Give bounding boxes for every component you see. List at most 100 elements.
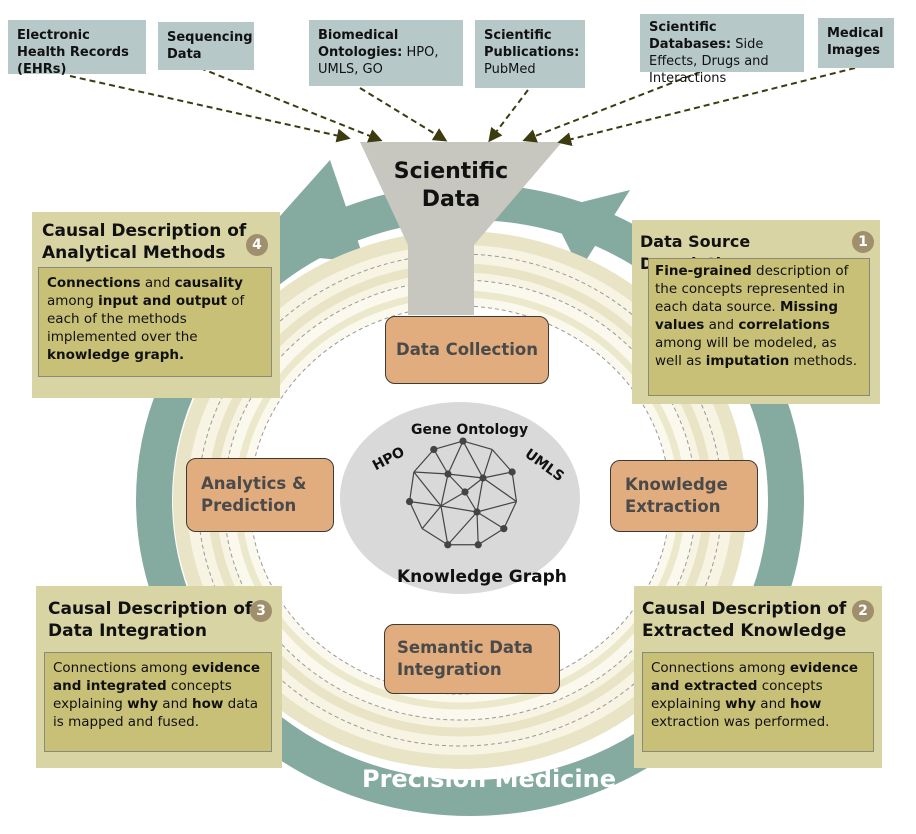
txt-methods-segment: input and output [98, 293, 227, 309]
txt-source-segment: methods. [789, 353, 858, 369]
source-sequencing-label: Sequencing Data [167, 30, 253, 62]
panel-analytical-methods: Causal Description of Analytical Methods… [32, 212, 280, 398]
kg-node [479, 474, 487, 482]
panel-data-integration-title: Causal Description of Data Integration [48, 599, 253, 641]
kg-edge [491, 449, 513, 473]
kg-edge [408, 471, 415, 502]
txt-integration-segment: concepts explaining [53, 678, 232, 712]
kg-edge [476, 511, 479, 545]
txt-source-segment: among will be modeled, as well as [655, 335, 837, 369]
kg-edge [476, 500, 517, 513]
kg-edge [413, 471, 442, 507]
kg-edge [503, 501, 517, 529]
source-ehr: Electronic Health Records (EHRs) [8, 20, 146, 77]
funnel-label: Scientific Data [381, 158, 521, 214]
kg-node [444, 541, 452, 549]
funnel-label-line1: Scientific [393, 159, 509, 184]
panel-extracted-knowledge-title: Causal Description of Extracted Knowledg… [642, 599, 847, 641]
txt-methods-segment: and [140, 275, 175, 291]
panel-data-integration: Causal Description of Data Integration 3… [36, 586, 282, 768]
kg-edge [462, 440, 493, 451]
kg-edge [476, 477, 484, 513]
kg-node [459, 437, 467, 445]
stage-analytics-prediction: Analytics & Prediction [186, 458, 334, 532]
badge-1: 1 [852, 231, 874, 253]
txt-methods-segment: Connections [47, 275, 141, 291]
source-databases-rest: Side Effects, Drugs and Interactions [649, 37, 769, 86]
txt-integration-segment: and [158, 696, 192, 712]
txt-source-segment: correlations [738, 317, 830, 333]
label-precision-medicine: Precision Medicine [362, 765, 616, 793]
label-gene-ontology: Gene Ontology [411, 422, 529, 438]
kg-edge [409, 501, 423, 529]
txt-source-segment: description of the concepts represented … [655, 263, 849, 315]
txt-integration-segment: Connections among [53, 660, 192, 676]
kg-edge [477, 528, 505, 546]
txt-extracted-segment: evidence and extracted [651, 660, 858, 694]
stage-knowledge-extraction: Knowledge Extraction [610, 460, 758, 532]
source-ontologies: Biomedical Ontologies: HPO, UMLS, GO [309, 20, 463, 86]
kg-edge [464, 477, 484, 493]
kg-edge [433, 440, 464, 451]
kg-edge [447, 473, 484, 479]
badge-2: 2 [852, 600, 874, 622]
panel-data-source: Data Source Description 1 Fine-grained d… [632, 220, 880, 404]
kg-edge [511, 471, 518, 502]
kg-edge [440, 505, 478, 513]
panel-data-source-text: Fine-grained description of the concepts… [648, 258, 870, 396]
txt-extracted-segment: why [725, 696, 757, 712]
badge-4: 4 [246, 234, 268, 256]
kg-edge [440, 473, 449, 507]
kg-edge [447, 440, 464, 475]
source-ontologies-rest: HPO, UMLS, GO [318, 45, 439, 77]
source-ehr-label: Electronic Health Records (EHRs) [17, 28, 129, 77]
kg-node [444, 470, 452, 478]
label-knowledge-graph: Knowledge Graph [397, 567, 567, 587]
badge-3: 3 [250, 600, 272, 622]
kg-node [474, 541, 482, 549]
txt-source-segment: and [704, 317, 739, 333]
funnel-label-line2: Data [421, 187, 481, 212]
kg-edge [447, 511, 478, 546]
source-images: Medical Images [818, 18, 894, 68]
txt-integration-segment: evidence and integrated [53, 660, 260, 694]
source-sequencing: Sequencing Data [158, 22, 254, 70]
knowledge-graph-network [408, 440, 518, 546]
kg-node [430, 445, 438, 454]
kg-node [508, 468, 516, 476]
source-publications-rest: PubMed [484, 62, 536, 77]
kg-edge [413, 449, 435, 473]
kg-node [473, 508, 481, 516]
funnel [360, 142, 562, 315]
txt-methods-segment: of each of the methods implemented over … [47, 293, 245, 345]
txt-extracted-segment: Connections among [651, 660, 790, 676]
source-arrows [69, 67, 856, 147]
kg-edge [440, 505, 449, 545]
txt-methods-segment: among [47, 293, 99, 309]
txt-extracted-segment: concepts explaining [651, 678, 823, 712]
kg-edge [440, 491, 466, 507]
kg-node [461, 488, 469, 496]
kg-edge [447, 473, 466, 493]
kg-edge [409, 500, 442, 507]
panel-data-integration-text: Connections among evidence and integrate… [44, 652, 272, 752]
txt-source-segment: imputation [705, 353, 790, 369]
source-ontologies-label: Biomedical Ontologies: [318, 28, 403, 60]
stage-data-collection: Data Collection [385, 316, 549, 384]
source-publications-label: Scientific Publications: [484, 28, 580, 60]
kg-node [405, 497, 414, 506]
txt-integration-segment: data is mapped and fused. [53, 696, 259, 730]
kg-edge [482, 471, 513, 479]
txt-source-segment: Missing values [655, 299, 839, 333]
source-databases: Scientific Databases: Side Effects, Drug… [640, 14, 804, 86]
txt-extracted-segment: extraction was performed. [651, 714, 830, 730]
stage-semantic-data-integration: Semantic Data Integration [384, 624, 560, 694]
panel-extracted-knowledge: Causal Description of Extracted Knowledg… [634, 586, 882, 768]
kg-edge [464, 491, 478, 513]
txt-extracted-segment: and [756, 696, 790, 712]
kg-edge [413, 471, 449, 475]
kg-edge [462, 440, 484, 479]
txt-methods-segment: knowledge graph. [47, 347, 185, 363]
kg-node [500, 525, 508, 533]
kg-edge [421, 528, 449, 546]
